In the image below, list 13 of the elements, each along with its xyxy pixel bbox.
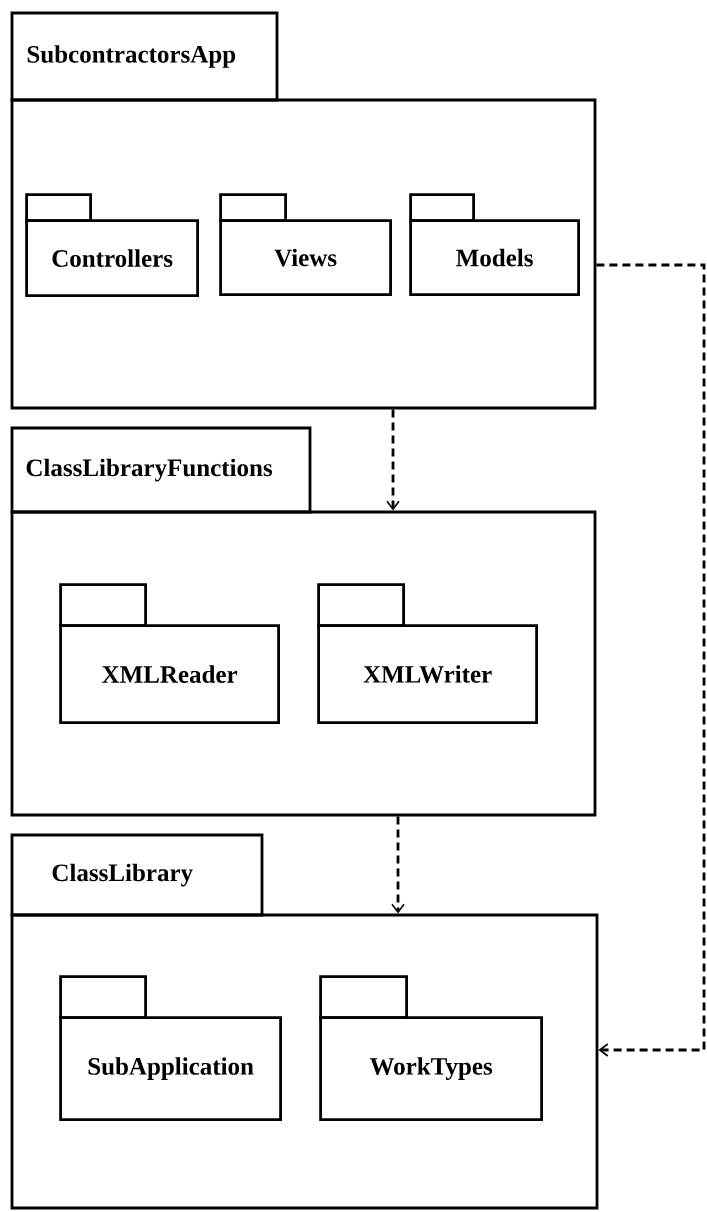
node-label: SubcontractorsApp bbox=[27, 45, 236, 68]
package: XMLWriter bbox=[317, 583, 538, 724]
package: Models bbox=[409, 193, 580, 296]
dependency-arrow bbox=[596, 263, 706, 1057]
package: XMLReader bbox=[59, 583, 280, 724]
dependency-arrow bbox=[386, 409, 400, 511]
node-label: ClassLibrary bbox=[52, 863, 193, 887]
node-label: ClassLibraryFunctions bbox=[26, 458, 273, 482]
dependency-arrow bbox=[391, 816, 405, 914]
package: WorkTypes bbox=[319, 975, 543, 1121]
package: Views bbox=[219, 193, 392, 296]
package: Controllers bbox=[25, 193, 199, 297]
package: SubApplication bbox=[59, 975, 282, 1121]
